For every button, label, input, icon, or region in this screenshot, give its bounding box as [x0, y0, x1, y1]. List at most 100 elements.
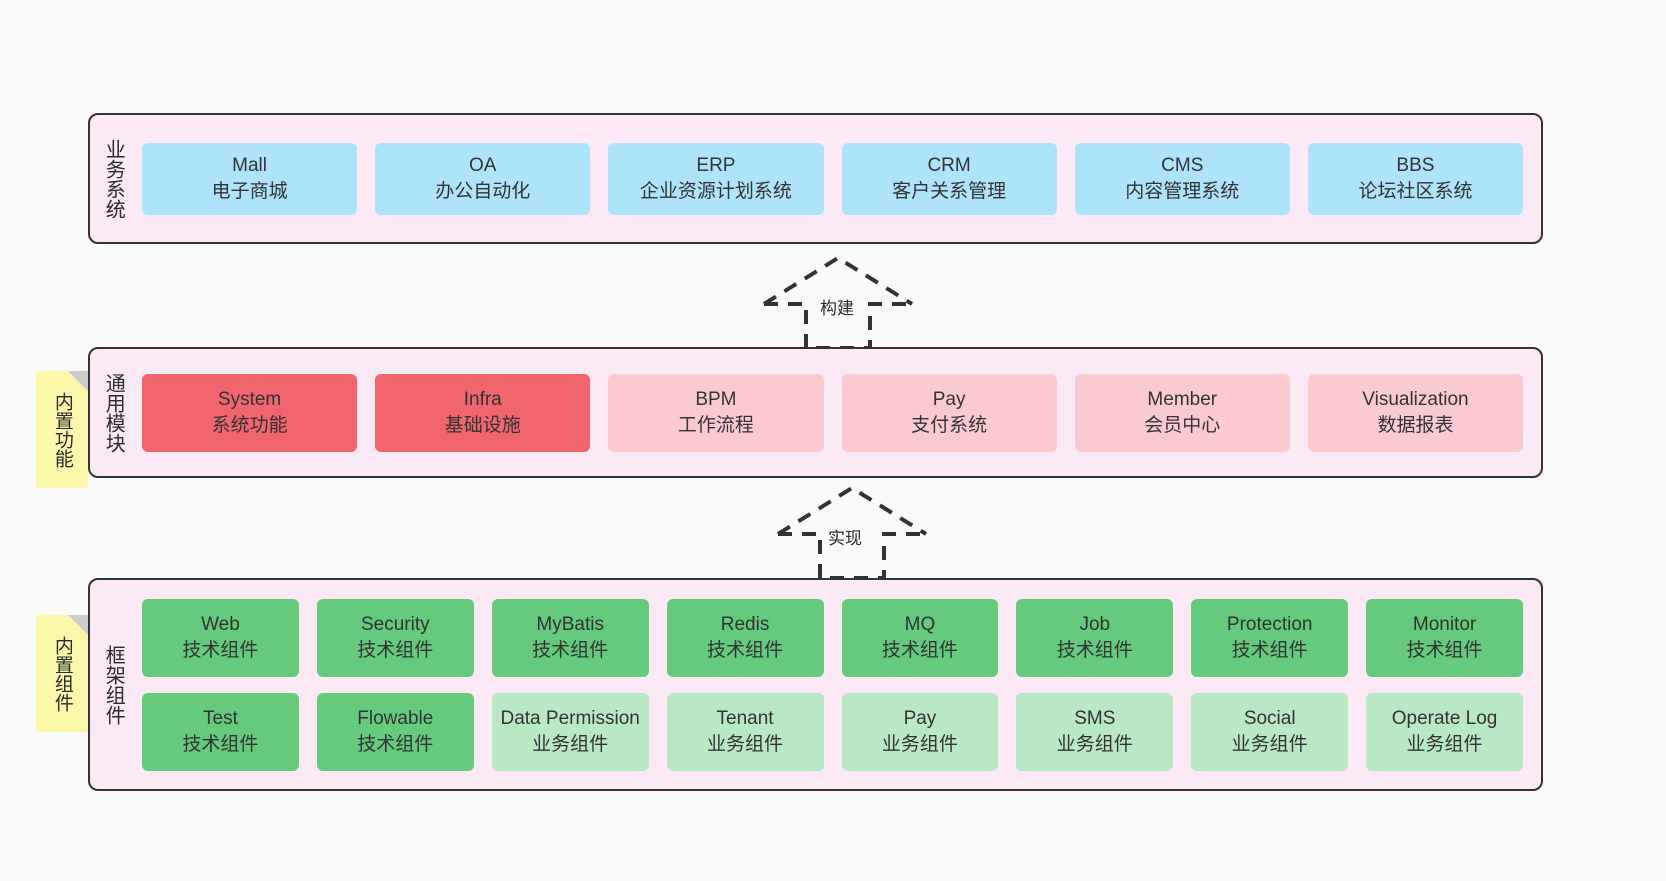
card-title-en: MQ — [904, 614, 936, 636]
card-title-en: Visualization — [1362, 389, 1469, 411]
arrow-implement: 实现 — [762, 482, 942, 580]
card-member[interactable]: Member 会员中心 — [1074, 373, 1290, 452]
layer-business-systems: 业务系统 Mall 电子商城 OA 办公自动化 ERP 企业资源计划系统 CRM… — [88, 113, 1543, 244]
card-title-cn: 会员中心 — [1144, 414, 1221, 436]
card-title-en: Job — [1079, 614, 1111, 636]
card-title-cn: 业务组件 — [1056, 733, 1133, 755]
card-title-en: Pay — [932, 389, 966, 411]
note-text: 内置组件 — [51, 635, 73, 712]
card-title-cn: 基础设施 — [444, 414, 521, 436]
card-crm[interactable]: CRM 客户关系管理 — [841, 142, 1057, 215]
card-title-cn: 技术组件 — [357, 639, 434, 661]
card-title-cn: 业务组件 — [532, 733, 609, 755]
card-tenant[interactable]: Tenant 业务组件 — [666, 692, 824, 771]
layer-body-business: Mall 电子商城 OA 办公自动化 ERP 企业资源计划系统 CRM 客户关系… — [136, 115, 1541, 242]
note-builtin-components: 内置组件 — [36, 615, 88, 732]
card-title-cn: 技术组件 — [707, 639, 784, 661]
card-mq[interactable]: MQ 技术组件 — [841, 598, 999, 677]
card-title-en: Pay — [903, 708, 937, 730]
card-title-en: Test — [203, 708, 238, 730]
card-title-cn: 业务组件 — [707, 733, 784, 755]
card-title-cn: 客户关系管理 — [892, 180, 1007, 202]
card-title-cn: 业务组件 — [1231, 733, 1308, 755]
card-erp[interactable]: ERP 企业资源计划系统 — [608, 142, 824, 215]
card-redis[interactable]: Redis 技术组件 — [666, 598, 824, 677]
card-test[interactable]: Test 技术组件 — [142, 692, 299, 771]
card-title-en: SMS — [1074, 708, 1116, 730]
card-title-en: Flowable — [357, 708, 434, 730]
card-flowable[interactable]: Flowable 技术组件 — [316, 692, 474, 771]
card-title-cn: 电子商城 — [211, 180, 288, 202]
arrow-build: 构建 — [748, 252, 928, 350]
card-data-permission[interactable]: Data Permission 业务组件 — [491, 692, 649, 771]
layer-framework-components: 框架组件 Web 技术组件 Security 技术组件 MyBatis 技术组件… — [88, 578, 1543, 791]
card-pay-component[interactable]: Pay 业务组件 — [841, 692, 999, 771]
card-title-en: BBS — [1396, 155, 1435, 177]
card-title-en: Mall — [232, 155, 267, 177]
card-title-cn: 技术组件 — [182, 639, 259, 661]
arrow-label-build: 构建 — [820, 299, 854, 318]
card-sms[interactable]: SMS 业务组件 — [1016, 692, 1174, 771]
card-oa[interactable]: OA 办公自动化 — [375, 142, 591, 215]
card-title-en: BPM — [695, 389, 737, 411]
card-title-en: Web — [201, 614, 240, 636]
card-title-cn: 内容管理系统 — [1125, 180, 1240, 202]
card-row: Mall 电子商城 OA 办公自动化 ERP 企业资源计划系统 CRM 客户关系… — [142, 142, 1524, 215]
arrow-label-implement: 实现 — [828, 529, 862, 548]
card-title-en: Redis — [720, 614, 770, 636]
card-title-cn: 技术组件 — [1406, 639, 1483, 661]
card-social[interactable]: Social 业务组件 — [1191, 692, 1349, 771]
card-title-cn: 技术组件 — [182, 733, 259, 755]
layer-title-modules: 通用模块 — [102, 372, 125, 453]
dashed-up-arrow-icon — [762, 255, 914, 350]
card-title-cn: 企业资源计划系统 — [639, 180, 792, 202]
card-pay-module[interactable]: Pay 支付系统 — [841, 373, 1057, 452]
note-builtin-features: 内置功能 — [36, 371, 88, 488]
layer-common-modules: 通用模块 System 系统功能 Infra 基础设施 BPM 工作流程 Pay… — [88, 347, 1543, 478]
card-title-cn: 业务组件 — [881, 733, 958, 755]
card-security[interactable]: Security 技术组件 — [316, 598, 474, 677]
card-protection[interactable]: Protection 技术组件 — [1191, 598, 1349, 677]
card-web[interactable]: Web 技术组件 — [142, 598, 299, 677]
card-title-cn: 办公自动化 — [435, 180, 531, 202]
card-title-cn: 技术组件 — [532, 639, 609, 661]
card-operate-log[interactable]: Operate Log 业务组件 — [1366, 692, 1523, 771]
card-mybatis[interactable]: MyBatis 技术组件 — [491, 598, 649, 677]
note-text: 内置功能 — [51, 391, 73, 468]
card-row: Web 技术组件 Security 技术组件 MyBatis 技术组件 Redi… — [142, 598, 1523, 677]
card-visualization[interactable]: Visualization 数据报表 — [1307, 373, 1524, 452]
card-job[interactable]: Job 技术组件 — [1016, 598, 1174, 677]
card-title-cn: 论坛社区系统 — [1358, 180, 1473, 202]
card-cms[interactable]: CMS 内容管理系统 — [1074, 142, 1290, 215]
card-row: Test 技术组件 Flowable 技术组件 Data Permission … — [142, 692, 1523, 771]
card-title-en: CRM — [927, 155, 971, 177]
card-title-cn: 工作流程 — [677, 414, 754, 436]
card-system[interactable]: System 系统功能 — [142, 373, 358, 452]
dashed-up-arrow-icon — [776, 485, 928, 580]
card-title-cn: 支付系统 — [911, 414, 988, 436]
card-title-en: Protection — [1226, 614, 1313, 636]
card-title-en: Infra — [463, 389, 502, 411]
card-title-en: ERP — [696, 155, 736, 177]
card-title-cn: 系统功能 — [211, 414, 288, 436]
card-title-en: OA — [469, 155, 497, 177]
card-title-en: Security — [360, 614, 430, 636]
card-title-cn: 技术组件 — [881, 639, 958, 661]
card-bpm[interactable]: BPM 工作流程 — [608, 373, 824, 452]
layer-title-framework: 框架组件 — [102, 644, 125, 725]
card-infra[interactable]: Infra 基础设施 — [375, 373, 591, 452]
card-mall[interactable]: Mall 电子商城 — [142, 142, 358, 215]
layer-body-framework: Web 技术组件 Security 技术组件 MyBatis 技术组件 Redi… — [136, 580, 1541, 789]
card-title-en: MyBatis — [536, 614, 604, 636]
card-title-en: Tenant — [716, 708, 774, 730]
card-title-cn: 技术组件 — [1056, 639, 1133, 661]
card-bbs[interactable]: BBS 论坛社区系统 — [1307, 142, 1524, 215]
layer-body-modules: System 系统功能 Infra 基础设施 BPM 工作流程 Pay 支付系统… — [136, 349, 1541, 476]
card-title-cn: 技术组件 — [1231, 639, 1308, 661]
layer-title-business: 业务系统 — [102, 138, 125, 219]
card-title-en: System — [217, 389, 282, 411]
card-title-en: Social — [1243, 708, 1296, 730]
card-monitor[interactable]: Monitor 技术组件 — [1366, 598, 1523, 677]
card-title-cn: 技术组件 — [357, 733, 434, 755]
